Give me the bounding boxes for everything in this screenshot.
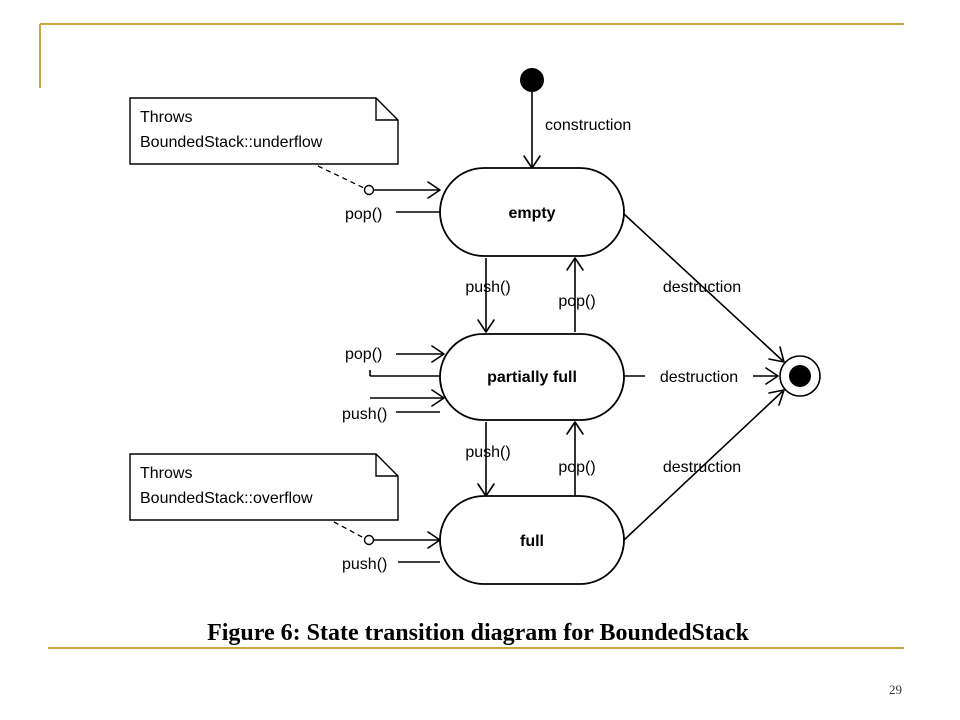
pop-partial-to-empty-arrowhead: [566, 257, 584, 271]
note-underflow-line1: Throws: [140, 109, 192, 126]
note-underflow-anchor: [363, 184, 375, 196]
pop-label-lower: pop(): [558, 459, 595, 476]
push-on-partial-arrowhead: [431, 389, 445, 407]
push-empty-to-partial-arrowhead: [477, 319, 495, 333]
state-partially-full: [439, 333, 625, 421]
pop-on-partial-label: pop(): [345, 346, 382, 363]
destruction-label-partial: destruction: [660, 369, 738, 386]
note-underflow-line2: BoundedStack::underflow: [140, 134, 323, 151]
initial-state: [520, 68, 544, 92]
note-overflow-line2: BoundedStack::overflow: [140, 490, 313, 507]
destruction-from-empty: [623, 213, 785, 363]
note-overflow-connector: [333, 521, 365, 539]
note-overflow: [129, 453, 399, 521]
push-label-upper: push(): [465, 279, 510, 296]
note-overflow-line1: Throws: [140, 465, 192, 482]
push-partial-to-full-arrowhead: [477, 483, 495, 497]
pop-on-empty-label: pop(): [345, 206, 382, 223]
figure-caption: Figure 6: State transition diagram for B…: [207, 620, 749, 646]
push-on-full-label: push(): [342, 556, 387, 573]
state-partially-full-label: partially full: [487, 369, 577, 386]
push-on-partial-label: push(): [342, 406, 387, 423]
pop-label-upper: pop(): [558, 293, 595, 310]
state-full-label: full: [520, 533, 544, 550]
note-underflow-connector: [317, 165, 365, 189]
page-number: 29: [889, 682, 902, 697]
note-overflow-anchor: [363, 534, 375, 546]
construction-label: construction: [545, 117, 631, 134]
note-underflow-fold: [375, 98, 398, 121]
destruction-label-partial-mask: [645, 366, 753, 386]
pop-on-partial-arrowhead: [431, 345, 445, 363]
push-label-lower: push(): [465, 444, 510, 461]
destruction-label-empty: destruction: [663, 279, 741, 296]
final-state-dot: [789, 365, 811, 387]
destruction-label-full: destruction: [663, 459, 741, 476]
destruction-from-full: [623, 389, 785, 541]
push-on-full-throws-arrowhead: [427, 531, 441, 549]
note-underflow: [129, 97, 399, 165]
pop-full-to-partial-arrowhead: [566, 421, 584, 435]
destruction-from-empty-arrowhead: [768, 346, 785, 363]
pop-on-empty-throws-arrowhead: [427, 181, 441, 199]
note-overflow-fold: [375, 454, 398, 477]
destruction-from-partial-arrowhead: [765, 367, 779, 385]
destruction-from-full-arrowhead: [768, 389, 785, 406]
state-empty-label: empty: [508, 205, 555, 222]
